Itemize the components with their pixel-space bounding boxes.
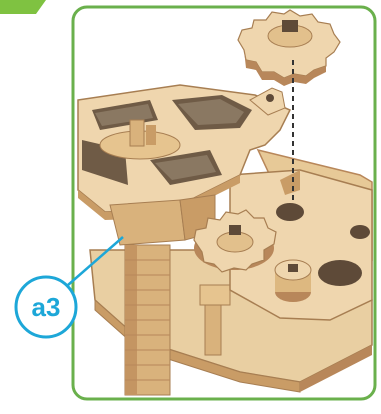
support-column: [125, 245, 170, 395]
small-spool: [275, 260, 311, 302]
corner-tab: [0, 0, 46, 14]
callout-label: a3: [32, 292, 61, 322]
